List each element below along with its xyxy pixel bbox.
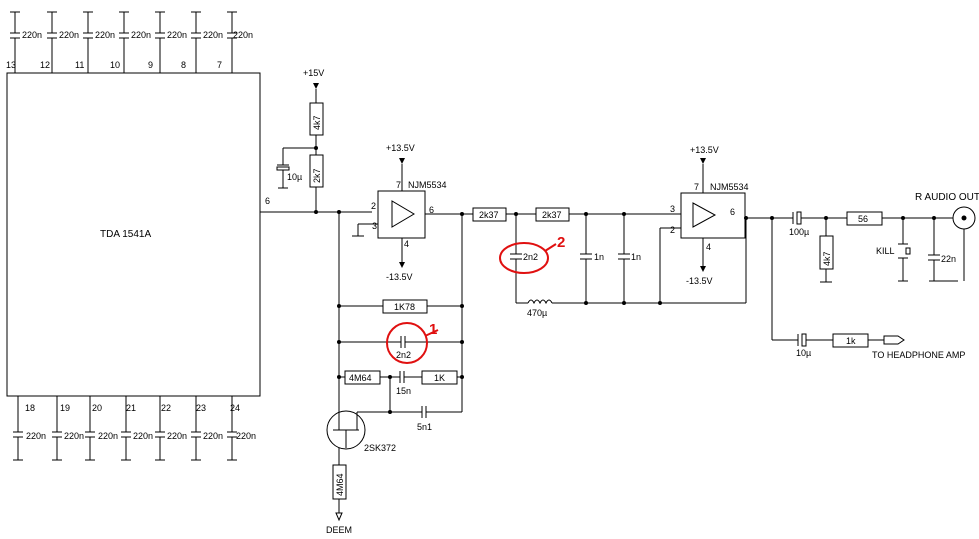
pin-label: 20 — [92, 403, 102, 413]
opamp-2: +13.5V 7 NJM5534 3 2 6 4 -13.5V — [659, 145, 793, 303]
cap-value: 220n — [133, 431, 153, 441]
pin-label: 3 — [372, 221, 377, 231]
cap-value: 220n — [26, 431, 46, 441]
cap-label: 5n1 — [417, 422, 432, 432]
cap-label: 100µ — [789, 227, 809, 237]
inductor-label: 470µ — [527, 308, 547, 318]
resistor-label: 2k37 — [479, 210, 499, 220]
pin-label: 6 — [730, 207, 735, 217]
cap-value: 220n — [59, 30, 79, 40]
pin-label: 7 — [396, 180, 401, 190]
cap-value: 220n — [167, 30, 187, 40]
pin-label: 2 — [670, 225, 675, 235]
cap-value: 220n — [203, 431, 223, 441]
resistor-label: 4M64 — [335, 473, 345, 496]
deem-label: DEEM — [326, 525, 352, 535]
resistor-label: 4k7 — [822, 251, 832, 266]
cap-value: 220n — [22, 30, 42, 40]
opamp-1: +13.5V 7 NJM5534 2 3 6 4 -13.5V — [352, 143, 473, 282]
pin-label: 22 — [161, 403, 171, 413]
cap-value: 220n — [167, 431, 187, 441]
resistor-label: 1K78 — [394, 302, 415, 312]
cap-label: 1n — [631, 252, 641, 262]
pin-label: 11 — [75, 60, 84, 70]
supply-label: -13.5V — [386, 272, 413, 282]
opamp-name: NJM5534 — [710, 182, 749, 192]
jfet-2sk372: 2SK372 4M64 DEEM — [326, 410, 396, 535]
pin-label: 19 — [60, 403, 70, 413]
cap-value: 220n — [64, 431, 84, 441]
kill-label: KILL — [876, 246, 895, 256]
pin-label: 3 — [670, 204, 675, 214]
cap-label: 2n2 — [396, 350, 411, 360]
ic-out-pin: 6 — [265, 196, 270, 206]
pin-label: 23 — [196, 403, 206, 413]
top-decoupling-caps: 220n 220n 220n 220n 220n 220n 220n 13 12… — [6, 11, 253, 73]
resistor-label: 4k7 — [312, 115, 322, 130]
output-label: R AUDIO OUT — [915, 192, 979, 203]
opamp-name: NJM5534 — [408, 180, 447, 190]
resistor-label: 2k7 — [312, 168, 322, 183]
supply-label: +13.5V — [386, 143, 415, 153]
cap-label: 15n — [396, 386, 411, 396]
highlight-marker-1: 1 — [386, 321, 439, 364]
pin-label: 4 — [404, 239, 409, 249]
cap-value: 220n — [236, 431, 256, 441]
pin-label: 7 — [694, 182, 699, 192]
tda1541a-ic: TDA 1541A 6 — [6, 72, 270, 397]
feedback-network: 1K78 2n2 4M64 15n 1K 5n1 — [337, 210, 464, 432]
jfet-label: 2SK372 — [364, 443, 396, 453]
cap-label: 2n2 — [523, 252, 538, 262]
resistor-label: 4M64 — [349, 373, 372, 383]
pin-label: 4 — [706, 242, 711, 252]
cap-value: 220n — [233, 30, 253, 40]
supply-label: +13.5V — [690, 145, 719, 155]
pin-label: 12 — [40, 60, 50, 70]
resistor-label: 1K — [434, 373, 445, 383]
resistor-label: 56 — [858, 214, 868, 224]
cap-value: 220n — [95, 30, 115, 40]
pin-label: 8 — [181, 60, 186, 70]
supply-label: -13.5V — [686, 276, 713, 286]
plus15-label: +15V — [303, 68, 324, 78]
resistor-label: 2k37 — [542, 210, 562, 220]
pin-label: 2 — [371, 201, 376, 211]
highlight-marker-2: 2 — [499, 234, 565, 274]
pin-label: 18 — [25, 403, 35, 413]
cap-label: 22n — [941, 254, 956, 264]
pin-label: 24 — [230, 403, 240, 413]
cap-value: 220n — [203, 30, 223, 40]
ic-label: TDA 1541A — [100, 229, 151, 240]
marker-number: 2 — [557, 234, 565, 251]
bottom-decoupling-caps: 220n 220n 220n 220n 220n 220n 220n 18 19… — [13, 396, 256, 461]
pin-label: 6 — [429, 205, 434, 215]
resistor-label: 1k — [846, 336, 856, 346]
cap-value: 220n — [98, 431, 118, 441]
cap-label: 1n — [594, 252, 604, 262]
pin-label: 9 — [148, 60, 153, 70]
pin-label: 10 — [110, 60, 120, 70]
pin-label: 13 — [6, 60, 16, 70]
headphone-label: TO HEADPHONE AMP — [872, 350, 965, 360]
cap-value: 220n — [131, 30, 151, 40]
cap-label: 10µ — [796, 348, 811, 358]
output-stage: 100µ 4k7 56 KILL 22n R AUDIO OUT — [770, 192, 979, 283]
headphone-branch: 10µ 1k TO HEADPHONE AMP — [771, 218, 965, 360]
marker-number: 1 — [429, 321, 437, 338]
cap-label: 10µ — [287, 172, 302, 182]
input-network: +15V 4k7 2k7 10µ — [260, 68, 372, 214]
pin-label: 21 — [126, 403, 136, 413]
filter-section: 2k37 2k37 2n2 1n 1n 470µ — [472, 207, 746, 318]
pin-label: 7 — [217, 60, 222, 70]
